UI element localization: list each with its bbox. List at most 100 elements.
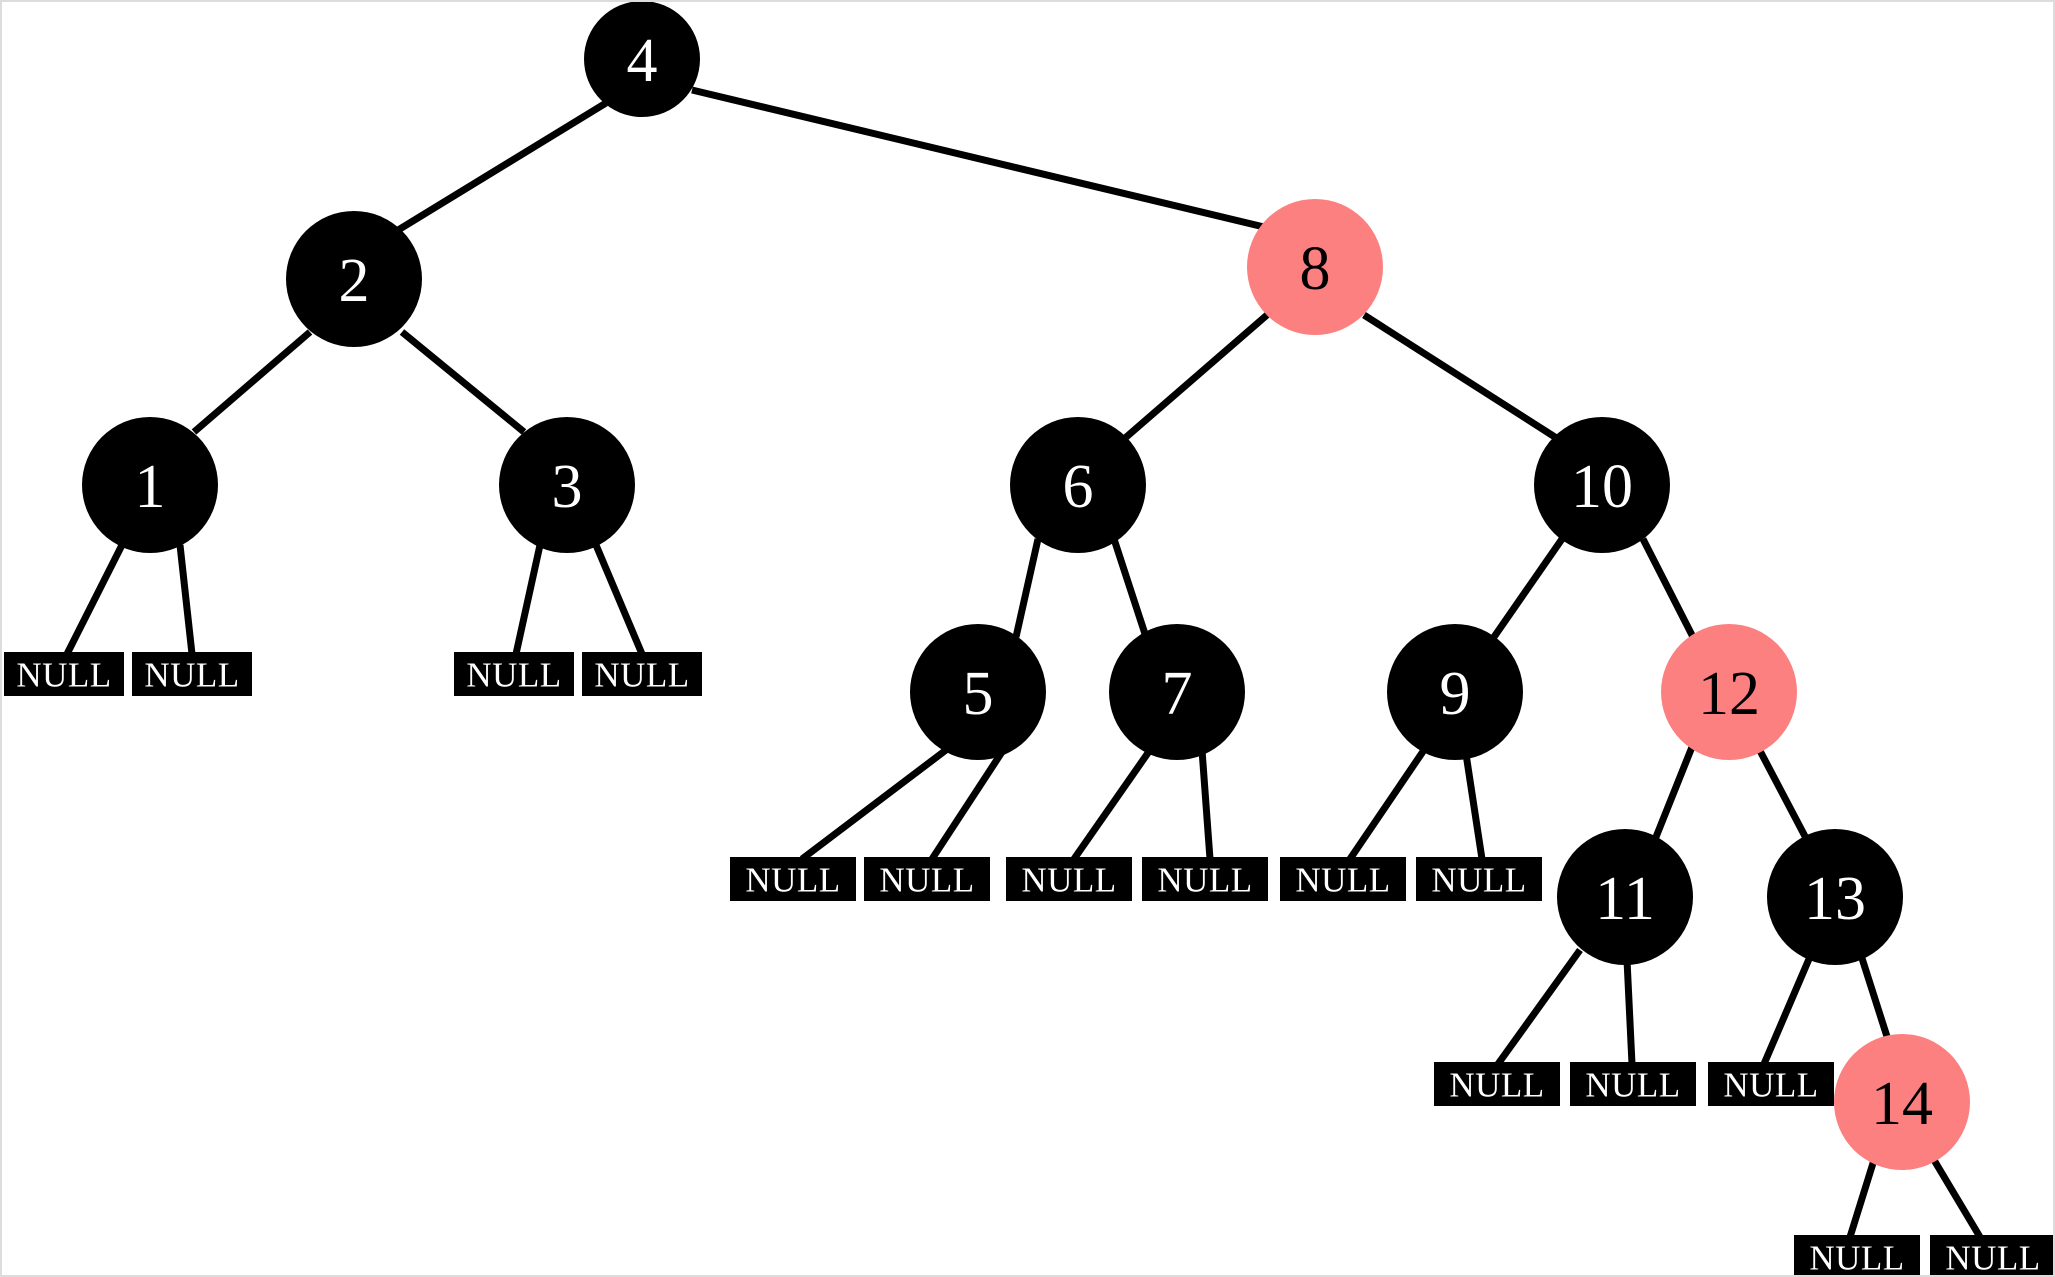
null-leaf-label: NULL — [594, 656, 689, 695]
tree-node-2[interactable]: 2 — [286, 211, 422, 347]
tree-node-label: 1 — [135, 453, 166, 521]
tree-edge — [1362, 312, 1560, 442]
null-leaf-box — [1708, 1062, 1834, 1106]
tree-edge — [1754, 745, 1812, 844]
tree-node-4[interactable]: 4 — [584, 2, 700, 117]
tree-edge — [1462, 753, 1486, 860]
tree-node-6[interactable]: 6 — [1010, 417, 1146, 553]
null-leaf-label: NULL — [1431, 861, 1526, 900]
black-node-circle[interactable] — [1767, 829, 1903, 965]
black-node-circle[interactable] — [1387, 624, 1523, 760]
tree-edge — [1110, 537, 1150, 639]
null-leaf: NULL — [4, 652, 124, 696]
null-leaf-box — [582, 652, 702, 696]
null-leaf-label: NULL — [1449, 1066, 1544, 1105]
black-node-circle[interactable] — [82, 417, 218, 553]
tree-node-13[interactable]: 13 — [1767, 829, 1903, 965]
null-leaf: NULL — [1794, 1235, 1920, 1275]
tree-edge — [1495, 947, 1583, 1067]
null-leaf-label: NULL — [466, 656, 561, 695]
null-leaf-box — [132, 652, 252, 696]
null-leaf: NULL — [1570, 1062, 1696, 1106]
red-node-circle[interactable] — [1834, 1034, 1970, 1170]
tree-node-label: 13 — [1804, 865, 1866, 933]
null-leaf-box — [864, 857, 990, 901]
null-leaf-box — [1434, 1062, 1560, 1106]
tree-edge — [592, 543, 646, 656]
null-leaf-label: NULL — [1945, 1239, 2040, 1277]
tree-node-label: 2 — [339, 247, 370, 315]
black-node-circle[interactable] — [1534, 417, 1670, 553]
black-node-circle[interactable] — [1557, 829, 1693, 965]
null-leaf: NULL — [864, 857, 990, 901]
tree-edge — [1930, 1158, 1984, 1239]
tree-edge — [1347, 748, 1427, 861]
null-leaf: NULL — [1280, 857, 1406, 901]
red-node-circle[interactable] — [1247, 199, 1383, 335]
tree-node-9[interactable]: 9 — [1387, 624, 1523, 760]
null-leaf: NULL — [454, 652, 574, 696]
tree-node-label: 11 — [1595, 865, 1655, 933]
black-node-circle[interactable] — [1109, 624, 1245, 760]
tree-node-3[interactable]: 3 — [499, 417, 635, 553]
tree-edge — [512, 544, 544, 655]
null-leaves-layer: NULL NULL NULL NULL NULL NULL NULL NULL NULL NULL… — [4, 652, 2053, 1277]
null-leaf-label: NULL — [144, 656, 239, 695]
null-leaf-box — [1930, 1235, 2053, 1275]
tree-edge — [176, 544, 196, 655]
null-leaf-label: NULL — [1295, 861, 1390, 900]
tree-edge — [399, 329, 527, 435]
null-leaf-box — [4, 652, 124, 696]
null-leaf: NULL — [730, 857, 856, 901]
null-leaf-box — [1794, 1235, 1920, 1275]
tree-node-label: 7 — [1162, 660, 1193, 728]
null-leaf-box — [1006, 857, 1132, 901]
null-leaf-box — [1416, 857, 1542, 901]
tree-edge — [191, 329, 313, 435]
null-leaf: NULL — [1416, 857, 1542, 901]
tree-edge — [1198, 749, 1214, 860]
tree-edge — [691, 86, 1265, 231]
black-node-circle[interactable] — [286, 211, 422, 347]
tree-node-11[interactable]: 11 — [1557, 829, 1693, 965]
red-node-circle[interactable] — [1661, 624, 1797, 760]
tree-node-12[interactable]: 12 — [1661, 624, 1797, 760]
tree-node-label: 6 — [1063, 453, 1094, 521]
tree-edge — [1491, 537, 1565, 639]
tree-edge — [799, 747, 949, 862]
black-node-circle[interactable] — [910, 624, 1046, 760]
null-leaf: NULL — [582, 652, 702, 696]
null-leaf: NULL — [1434, 1062, 1560, 1106]
null-leaf: NULL — [132, 652, 252, 696]
null-leaf-label: NULL — [1157, 861, 1252, 900]
tree-edge — [63, 543, 126, 656]
tree-node-1[interactable]: 1 — [82, 417, 218, 553]
tree-node-7[interactable]: 7 — [1109, 624, 1245, 760]
black-node-circle[interactable] — [1010, 417, 1146, 553]
tree-edge — [1760, 950, 1816, 1066]
tree-node-label: 4 — [627, 27, 658, 95]
null-leaf-box — [730, 857, 856, 901]
null-leaf: NULL — [1930, 1235, 2053, 1277]
tree-edge — [1650, 745, 1696, 844]
tree-edge — [1639, 537, 1698, 641]
black-node-circle[interactable] — [584, 2, 700, 117]
tree-node-label: 9 — [1440, 660, 1471, 728]
tree-node-10[interactable]: 10 — [1534, 417, 1670, 553]
tree-node-8[interactable]: 8 — [1247, 199, 1383, 335]
tree-edge — [1856, 950, 1894, 1048]
null-leaf-label: NULL — [16, 656, 111, 695]
null-leaf-box — [454, 652, 574, 696]
tree-node-14[interactable]: 14 — [1834, 1034, 1970, 1170]
null-leaf: NULL — [1142, 857, 1268, 901]
tree-edge — [1846, 1158, 1878, 1239]
tree-node-5[interactable]: 5 — [910, 624, 1046, 760]
tree-edge — [1071, 747, 1153, 862]
tree-edge — [1012, 538, 1042, 638]
null-leaf-label: NULL — [879, 861, 974, 900]
black-node-circle[interactable] — [499, 417, 635, 553]
null-leaf: NULL — [1708, 1062, 1834, 1106]
